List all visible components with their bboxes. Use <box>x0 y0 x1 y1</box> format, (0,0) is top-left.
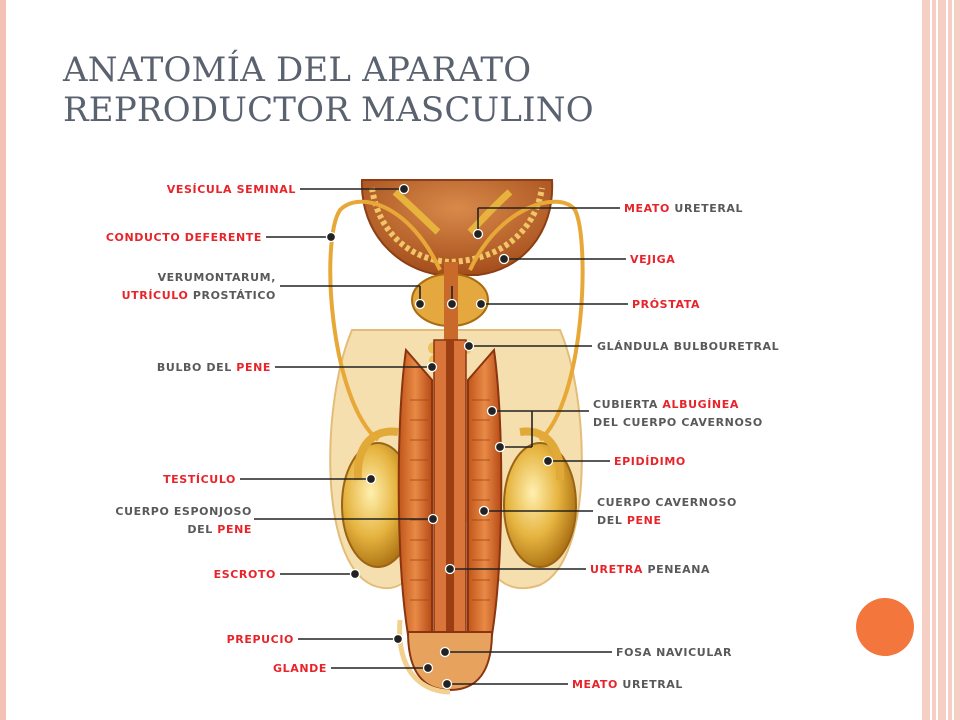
label-cuerpo-esponjoso: CUERPO ESPONJOSO <box>115 505 252 518</box>
label-verumontarum: VERUMONTARUM, <box>158 271 276 284</box>
slide-left-border <box>0 0 6 720</box>
label-del-pene-right: DEL PENE <box>597 514 662 527</box>
seminal-vesicle-left <box>392 189 441 235</box>
anatomy-illustration <box>328 179 585 695</box>
right-labels: MEATO URETERAL VEJIGA PRÓSTATA GLÁNDULA … <box>572 202 779 691</box>
left-epididymis <box>353 427 399 481</box>
label-uretra-peneana: URETRA PENEANA <box>590 563 710 576</box>
label-glande: GLANDE <box>273 662 327 675</box>
seminal-vesicle-right <box>467 189 513 235</box>
vas-deferens-right <box>468 199 585 442</box>
label-escroto: ESCROTO <box>214 568 276 581</box>
decorative-orange-circle <box>856 598 914 656</box>
label-prostata: PRÓSTATA <box>632 298 700 311</box>
pointer-dots <box>325 183 554 690</box>
label-glandula-bulbouretral: GLÁNDULA BULBOURETRAL <box>597 340 779 353</box>
right-epididymis <box>519 427 565 481</box>
label-del-pene-left: DEL PENE <box>187 523 252 536</box>
leader-lines <box>240 188 628 685</box>
title-line-1: ANATOMÍA DEL APARATO <box>63 50 532 90</box>
anatomy-diagram: VESÍCULA SEMINAL CONDUCTO DEFERENTE VERU… <box>106 179 779 695</box>
label-vesicula-seminal: VESÍCULA SEMINAL <box>167 183 296 196</box>
label-testiculo: TESTÍCULO <box>163 473 236 486</box>
label-prepucio: PREPUCIO <box>227 633 294 646</box>
label-meato-uretral: MEATO URETRAL <box>572 678 683 691</box>
label-vejiga: VEJIGA <box>630 253 675 266</box>
label-utriculo-prostatico: UTRÍCULO PROSTÁTICO <box>122 289 276 302</box>
corpus-cavernosum-right <box>467 347 503 636</box>
label-bulbo-del-pene: BULBO DEL PENE <box>157 361 271 374</box>
label-del-cuerpo-cavernoso: DEL CUERPO CAVERNOSO <box>593 416 763 429</box>
left-labels: VESÍCULA SEMINAL CONDUCTO DEFERENTE VERU… <box>106 183 327 675</box>
label-fosa-navicular: FOSA NAVICULAR <box>616 646 732 659</box>
label-epididimo: EPIDÍDIMO <box>614 455 686 468</box>
glans-shape <box>406 631 494 692</box>
label-meato-ureteral: MEATO URETERAL <box>624 202 743 215</box>
title-line-2: REPRODUCTOR MASCULINO <box>63 90 594 130</box>
corpus-cavernosum-left <box>397 347 433 636</box>
label-cuerpo-cavernoso: CUERPO CAVERNOSO <box>597 496 737 509</box>
slide-title: ANATOMÍA DEL APARATO REPRODUCTOR MASCULI… <box>63 50 594 130</box>
urethra-penile <box>446 340 454 650</box>
label-cubierta-albuginea: CUBIERTA ALBUGÍNEA <box>593 398 739 411</box>
label-conducto-deferente: CONDUCTO DEFERENTE <box>106 231 262 244</box>
vas-deferens-left <box>328 199 442 442</box>
slide-right-border <box>922 0 960 720</box>
